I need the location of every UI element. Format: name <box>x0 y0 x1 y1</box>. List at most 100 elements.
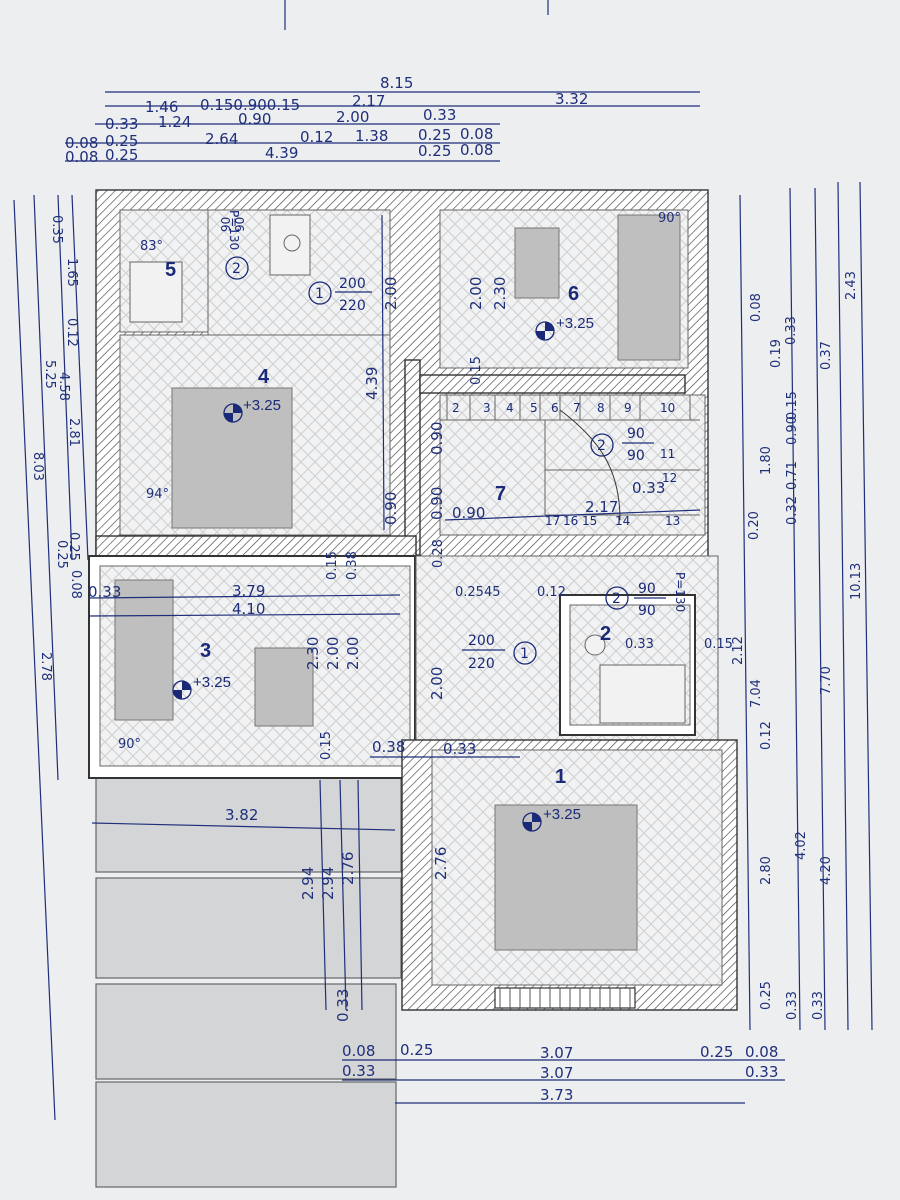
level-marker-icon <box>173 681 191 699</box>
dim-right-12: 2.12 <box>731 636 746 665</box>
inner-wall <box>404 359 421 556</box>
terrace-033-dim: 0.33 <box>334 989 352 1022</box>
stair-step-11: 11 <box>660 447 675 461</box>
terrace-width-dim: 3.82 <box>225 806 258 824</box>
room-3-width-dim-0: 3.79 <box>232 582 265 600</box>
room-7-number: 7 <box>495 483 506 505</box>
stair-step-10: 10 <box>660 401 675 415</box>
dim-right-21: 0.33 <box>811 991 826 1020</box>
dim-top-r4-3: 0.25 <box>418 142 451 160</box>
dim-top-r2-3: 2.00 <box>336 108 369 126</box>
sink-fixture <box>283 234 301 252</box>
dim-right-17: 2.80 <box>759 856 774 885</box>
door-tag-1-mid: 1 <box>520 646 529 662</box>
lower-misc-0: 0.38 <box>372 738 405 756</box>
dim-top-r2-4: 0.33 <box>423 106 456 124</box>
dim-right-3: 0.37 <box>819 341 834 370</box>
stair-step-5: 5 <box>530 401 538 415</box>
room-3-height-dim-1: 2.00 <box>324 637 342 670</box>
dim-top-r2-2: 0.90 <box>238 110 271 128</box>
room-6-bed <box>617 214 681 361</box>
room-1-height-dim-1: 2.76 <box>432 847 450 880</box>
room-6-height-dim-1: 2.30 <box>491 277 509 310</box>
dim-top-r2-0: 0.33 <box>105 115 138 133</box>
stair-width-dim: 2.17 <box>585 498 618 516</box>
room-6-level: +3.25 <box>556 315 594 332</box>
corridor-dim-2: 0.90 <box>428 422 446 455</box>
door-tag-circle <box>225 256 249 280</box>
stair-step-13: 13 <box>665 514 680 528</box>
room-2-dim-3: 0.15 <box>704 637 733 652</box>
stair-step-8: 8 <box>597 401 605 415</box>
room-1-bed <box>494 804 638 951</box>
room-3-number: 3 <box>200 640 211 662</box>
door-height-mid: 220 <box>468 656 495 672</box>
room-3-misc-4: 0.15 <box>319 731 334 760</box>
dim-bottom-r1-1: 0.25 <box>400 1041 433 1059</box>
level-marker-icon <box>224 404 242 422</box>
dim-top-r4-2: 4.39 <box>265 144 298 162</box>
stair-033-dim: 0.33 <box>632 479 665 497</box>
stair-step-6: 6 <box>551 401 559 415</box>
room-3-misc-0: 0.15 <box>325 551 340 580</box>
door-h-2-stair: 90 <box>627 448 645 464</box>
room-1-window <box>494 987 636 1009</box>
dim-left-1: 1.65 <box>64 258 79 287</box>
dim-right-9: 0.71 <box>785 461 800 490</box>
staircase <box>440 395 700 521</box>
door-tag-circle <box>513 641 537 665</box>
door-tag-circle <box>605 586 629 610</box>
dim-right-15: 7.70 <box>819 666 834 695</box>
room-3-height-dim-2: 2.00 <box>344 637 362 670</box>
room-3-misc-1: 0.38 <box>345 551 360 580</box>
inner-wall <box>419 374 686 394</box>
door-p-2-upper: P=130 <box>227 210 241 250</box>
dim-right-20: 0.33 <box>785 991 800 1020</box>
room-3-desk <box>254 647 314 727</box>
room-2-dim-2: 0.33 <box>625 637 654 652</box>
stair-step-7: 7 <box>573 401 581 415</box>
bottom-dimension-lines <box>342 1059 785 1104</box>
dim-top-r2-1: 1.24 <box>158 113 191 131</box>
dim-left-0: 0.35 <box>49 215 64 244</box>
dim-bottom-r1-0: 0.08 <box>342 1042 375 1060</box>
dim-top-r3-0: 0.08 <box>65 134 98 152</box>
level-marker-icon <box>536 322 554 340</box>
door-h-2-upper: 90 <box>233 217 247 232</box>
stair-step-14: 14 <box>615 514 630 528</box>
room-4-bed <box>171 387 293 529</box>
dim-bottom-r1-4: 0.08 <box>745 1043 778 1061</box>
dim-bottom-r3-0: 3.73 <box>540 1086 573 1104</box>
dim-right-14: 4.02 <box>794 831 809 860</box>
dim-right-8: 0.20 <box>747 511 762 540</box>
room-4-level: +3.25 <box>243 397 281 414</box>
dim-right-4: 2.43 <box>844 271 859 300</box>
shower-fixture <box>129 261 183 323</box>
dim-left-2: 0.12 <box>64 318 79 347</box>
room-5-number: 5 <box>165 259 176 281</box>
dim-top-r3-2: 2.64 <box>205 130 238 148</box>
terrace-slab <box>95 1081 397 1188</box>
dim-top-r1-0: 1.46 <box>145 98 178 116</box>
room-3-width-dim-1: 4.10 <box>232 600 265 618</box>
dim-top-r3-4: 1.38 <box>355 127 388 145</box>
door-tag-2-upper: 2 <box>232 261 241 277</box>
room-1-height-dim-0: 2.00 <box>428 667 446 700</box>
dim-top-r3-1: 0.25 <box>105 132 138 150</box>
dim-right-16: 10.13 <box>849 563 864 600</box>
stair-step-3: 3 <box>483 401 491 415</box>
stair-step-2: 2 <box>452 401 460 415</box>
room-3-height-dim-0: 2.30 <box>304 637 322 670</box>
dim-bottom-r1-2: 3.07 <box>540 1044 573 1062</box>
door-w-2-mid: 90 <box>638 581 656 597</box>
terrace-height-dim-1: 2.94 <box>319 867 337 900</box>
dim-top-r1-2: 2.17 <box>352 92 385 110</box>
dim-bottom-r2-1: 3.07 <box>540 1064 573 1082</box>
room-4-number: 4 <box>258 366 270 388</box>
dim-overall-width: 8.15 <box>380 74 413 92</box>
left-dimension-lines <box>13 194 89 1121</box>
dim-left-9: 0.08 <box>68 570 83 599</box>
room-4-height-dim: 4.39 <box>363 367 381 400</box>
dim-top-r1-1: 0.150.900.15 <box>200 96 300 114</box>
door-width-mid: 200 <box>468 633 495 649</box>
